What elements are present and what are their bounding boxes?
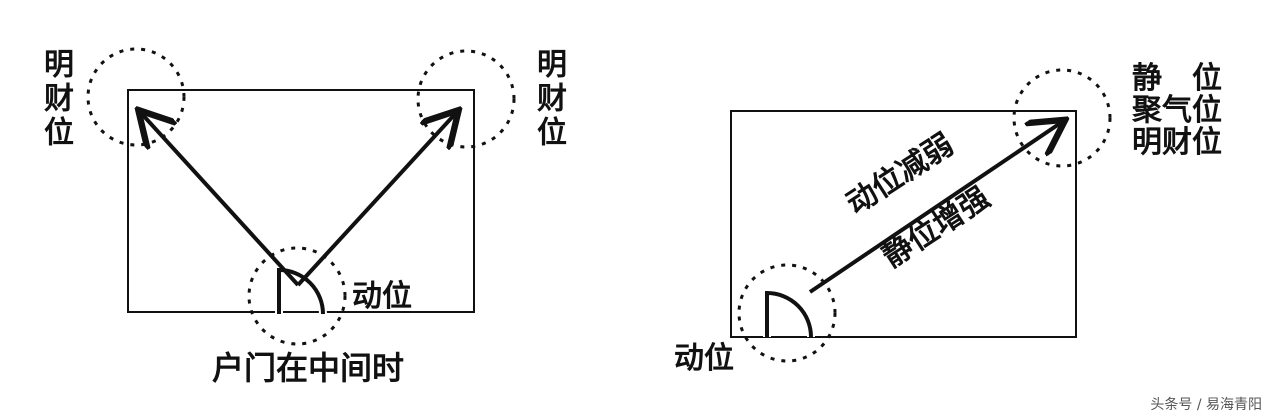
- left-top-right-wealth-circle: [416, 49, 516, 149]
- left-top-left-label: 明财位: [38, 48, 73, 150]
- right-qi-gathering-label: 聚气位: [1132, 93, 1222, 128]
- left-top-right-label: 明财位: [531, 48, 566, 150]
- right-top-right-calm-circle: [1012, 68, 1112, 168]
- left-arrow-to-top-right: [296, 113, 456, 287]
- right-door-icon: [765, 290, 813, 338]
- left-door-label: 动位: [352, 279, 412, 314]
- right-panel: [730, 68, 1112, 363]
- left-door-icon: [277, 267, 325, 315]
- right-top-right-label-block: 静 位 聚气位 明财位: [1132, 64, 1222, 158]
- left-door-circle: [247, 246, 347, 346]
- right-door-label: 动位: [674, 341, 734, 376]
- left-panel: [86, 47, 516, 346]
- right-room-outline: [730, 110, 1077, 338]
- right-calm-char: 静: [1132, 61, 1162, 96]
- right-arrow-to-calm-corner: [808, 122, 1062, 294]
- right-wealth-label: 明财位: [1132, 125, 1222, 160]
- watermark: 头条号 / 易海青阳: [1150, 397, 1262, 413]
- left-top-left-wealth-circle: [86, 47, 186, 147]
- right-calm-position-row: 静 位: [1132, 64, 1222, 94]
- right-door-circle: [737, 263, 837, 363]
- right-position-char: 位: [1192, 61, 1222, 96]
- left-room-outline: [127, 89, 475, 313]
- left-arrow-to-top-left: [141, 113, 300, 287]
- left-caption: 户门在中间时: [212, 349, 405, 387]
